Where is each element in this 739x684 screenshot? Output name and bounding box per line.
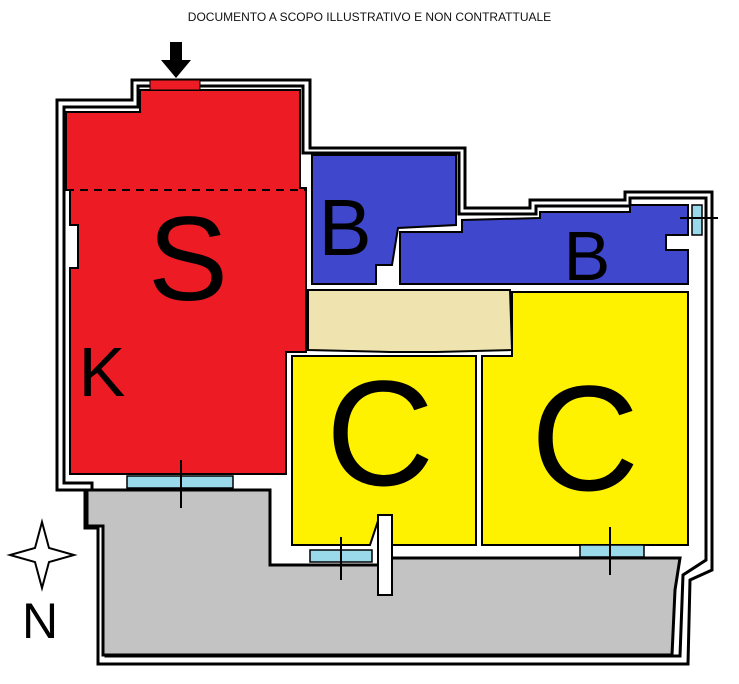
compass-star-icon bbox=[6, 518, 78, 592]
room-bath-2 bbox=[399, 204, 689, 285]
label-living: S bbox=[148, 192, 228, 326]
window bbox=[691, 204, 703, 236]
corridor bbox=[307, 289, 514, 353]
label-kitchen: K bbox=[79, 333, 126, 411]
label-bedroom-2: C bbox=[531, 354, 639, 522]
label-bedroom-1: C bbox=[326, 349, 434, 517]
window bbox=[579, 544, 645, 558]
room-living-kitchen bbox=[65, 89, 307, 475]
north-label: N bbox=[22, 593, 58, 649]
entrance-door bbox=[149, 79, 201, 91]
wall-stub bbox=[377, 514, 393, 596]
arrow-down-icon bbox=[161, 42, 191, 78]
room-bedroom-2 bbox=[481, 291, 689, 546]
label-bath-2: B bbox=[564, 217, 611, 295]
label-bath-1: B bbox=[318, 183, 371, 272]
disclaimer-text: DOCUMENTO A SCOPO ILLUSTRATIVO E NON CON… bbox=[187, 10, 552, 24]
room-bath-1 bbox=[311, 154, 457, 285]
